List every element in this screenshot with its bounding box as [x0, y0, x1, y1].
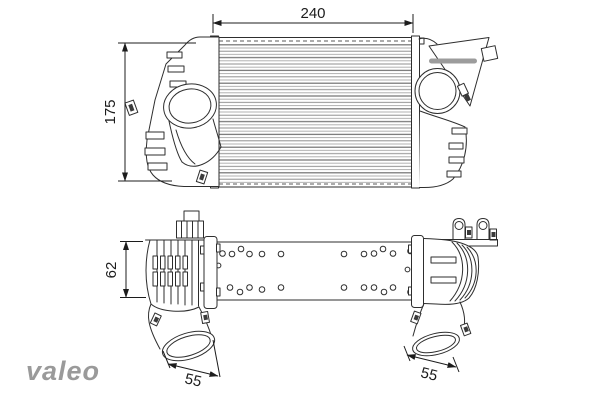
dim-label-175: 175: [102, 99, 119, 124]
dim-right-outlet: 55: [403, 345, 460, 385]
right-header-strip: [411, 35, 420, 189]
dim-label-55-right: 55: [419, 364, 439, 385]
valeo-logo: valeo: [26, 356, 100, 386]
dim-label-240: 240: [300, 5, 325, 22]
intercooler-core: [205, 35, 425, 189]
front-view: 240 175: [102, 5, 499, 189]
dim-body-depth: 62: [103, 241, 146, 298]
fin-slots: [152, 255, 188, 287]
clamp-screw-icon: [460, 322, 472, 337]
dim-core-height: 175: [102, 42, 196, 182]
left-header-plate: [203, 236, 218, 309]
clamp-screw-icon: [149, 312, 162, 327]
dim-core-width: 240: [212, 5, 414, 33]
mounting-fork-bracket: [419, 218, 498, 247]
bracket-slot: [429, 58, 477, 64]
right-header-plate: [411, 235, 424, 308]
right-outlet-hose: [410, 301, 472, 357]
dim-left-outlet: 55: [162, 339, 221, 391]
side-body: [215, 241, 414, 301]
side-left-fin-pack: [145, 210, 221, 312]
clamp-screw-icon: [410, 310, 422, 325]
rivet-holes: [215, 245, 414, 296]
left-outlet-hose: [147, 303, 216, 362]
dim-label-55-left: 55: [183, 370, 203, 390]
top-stub: [183, 210, 200, 222]
left-inlet-port: [163, 83, 222, 167]
right-outlet-port: [414, 68, 461, 114]
side-view: 62 55 55: [103, 210, 498, 391]
clamp-screw-icon: [124, 99, 139, 116]
tank-step-tab: [166, 51, 183, 59]
dim-label-62: 62: [103, 262, 120, 279]
bracket-tab: [480, 45, 499, 62]
clamp-screw-icon: [195, 169, 209, 185]
right-tank: [414, 37, 499, 188]
left-tank: [124, 36, 222, 187]
clamp-screw-icon: [200, 310, 210, 325]
clamp-screw-icon: [456, 82, 471, 102]
side-right-tank: [408, 218, 498, 308]
